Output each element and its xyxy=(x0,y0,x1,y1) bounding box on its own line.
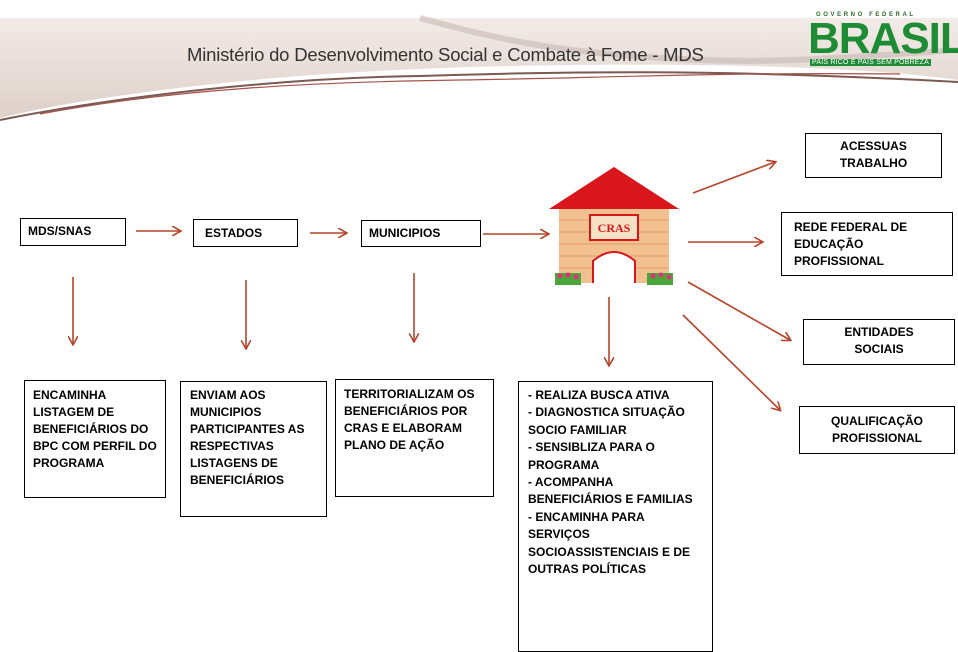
slide-header: Ministério do Desenvolvimento Social e C… xyxy=(0,0,958,130)
box-estados: ESTADOS xyxy=(193,219,298,247)
desc-estados-text: ENVIAM AOS MUNICIPIOS PARTICIPANTES AS R… xyxy=(190,388,305,487)
desc-mds: ENCAMINHA LISTAGEM DE BENEFICIÁRIOS DO B… xyxy=(24,380,166,498)
out-acessuas: ACESSUAS TRABALHO xyxy=(805,133,942,178)
out-entidades-text: ENTIDADES SOCIAIS xyxy=(844,325,914,356)
out-acessuas-text: ACESSUAS TRABALHO xyxy=(839,139,908,170)
header-swoosh-decoration xyxy=(0,15,958,121)
cras-label: CRAS xyxy=(598,221,631,235)
out-qualificacao-text: QUALIFICAÇÃO PROFISSIONAL xyxy=(831,414,923,445)
desc-municipios: TERRITORIALIZAM OS BENEFICIÁRIOS POR CRA… xyxy=(335,379,494,497)
out-qualificacao: QUALIFICAÇÃO PROFISSIONAL xyxy=(799,406,955,454)
desc-cras-line: - SENSIBLIZA PARA O PROGRAMA xyxy=(528,440,655,472)
page-title: Ministério do Desenvolvimento Social e C… xyxy=(187,44,704,65)
out-rede: REDE FEDERAL DE EDUCAÇÃO PROFISSIONAL xyxy=(781,212,953,276)
desc-cras-line: - DIAGNOSTICA SITUAÇÃO SOCIO FAMILIAR xyxy=(528,405,685,437)
box-estados-label: ESTADOS xyxy=(205,226,263,240)
arrow-cras-to-qualificacao xyxy=(682,314,780,410)
out-entidades: ENTIDADES SOCIAIS xyxy=(803,319,955,365)
desc-cras-line: - ACOMPANHA BENEFICIÁRIOS E FAMILIAS xyxy=(528,475,693,507)
desc-estados: ENVIAM AOS MUNICIPIOS PARTICIPANTES AS R… xyxy=(180,381,327,517)
box-municipios-label: MUNICIPIOS xyxy=(369,226,441,240)
desc-cras-line: - REALIZA BUSCA ATIVA xyxy=(528,388,670,402)
cras-house-icon: CRAS xyxy=(549,167,679,285)
box-municipios: MUNICIPIOS xyxy=(361,220,481,247)
desc-municipios-text: TERRITORIALIZAM OS BENEFICIÁRIOS POR CRA… xyxy=(344,387,475,452)
logo-slogan: PAÍS RICO É PAÍS SEM POBREZA xyxy=(810,59,931,66)
arrow-cras-to-acessuas xyxy=(692,162,775,194)
logo-top-text: GOVERNO FEDERAL xyxy=(816,12,916,18)
logo-word: BRASIL xyxy=(808,17,958,61)
box-mds-snas: MDS/SNAS xyxy=(20,218,126,246)
desc-cras: - REALIZA BUSCA ATIVA - DIAGNOSTICA SITU… xyxy=(518,381,713,652)
out-rede-text: REDE FEDERAL DE EDUCAÇÃO PROFISSIONAL xyxy=(794,220,908,268)
box-mds-snas-label: MDS/SNAS xyxy=(28,224,92,238)
desc-cras-line: - ENCAMINHA PARA SERVIÇOS SOCIOASSISTENC… xyxy=(528,509,691,577)
logo-word-text: BRASIL xyxy=(808,14,958,63)
desc-mds-text: ENCAMINHA LISTAGEM DE BENEFICIÁRIOS DO B… xyxy=(33,388,157,470)
arrow-cras-to-entidades xyxy=(687,281,790,340)
brasil-logo: GOVERNO FEDERAL BRASIL PAÍS RICO É PAÍS … xyxy=(808,12,958,68)
